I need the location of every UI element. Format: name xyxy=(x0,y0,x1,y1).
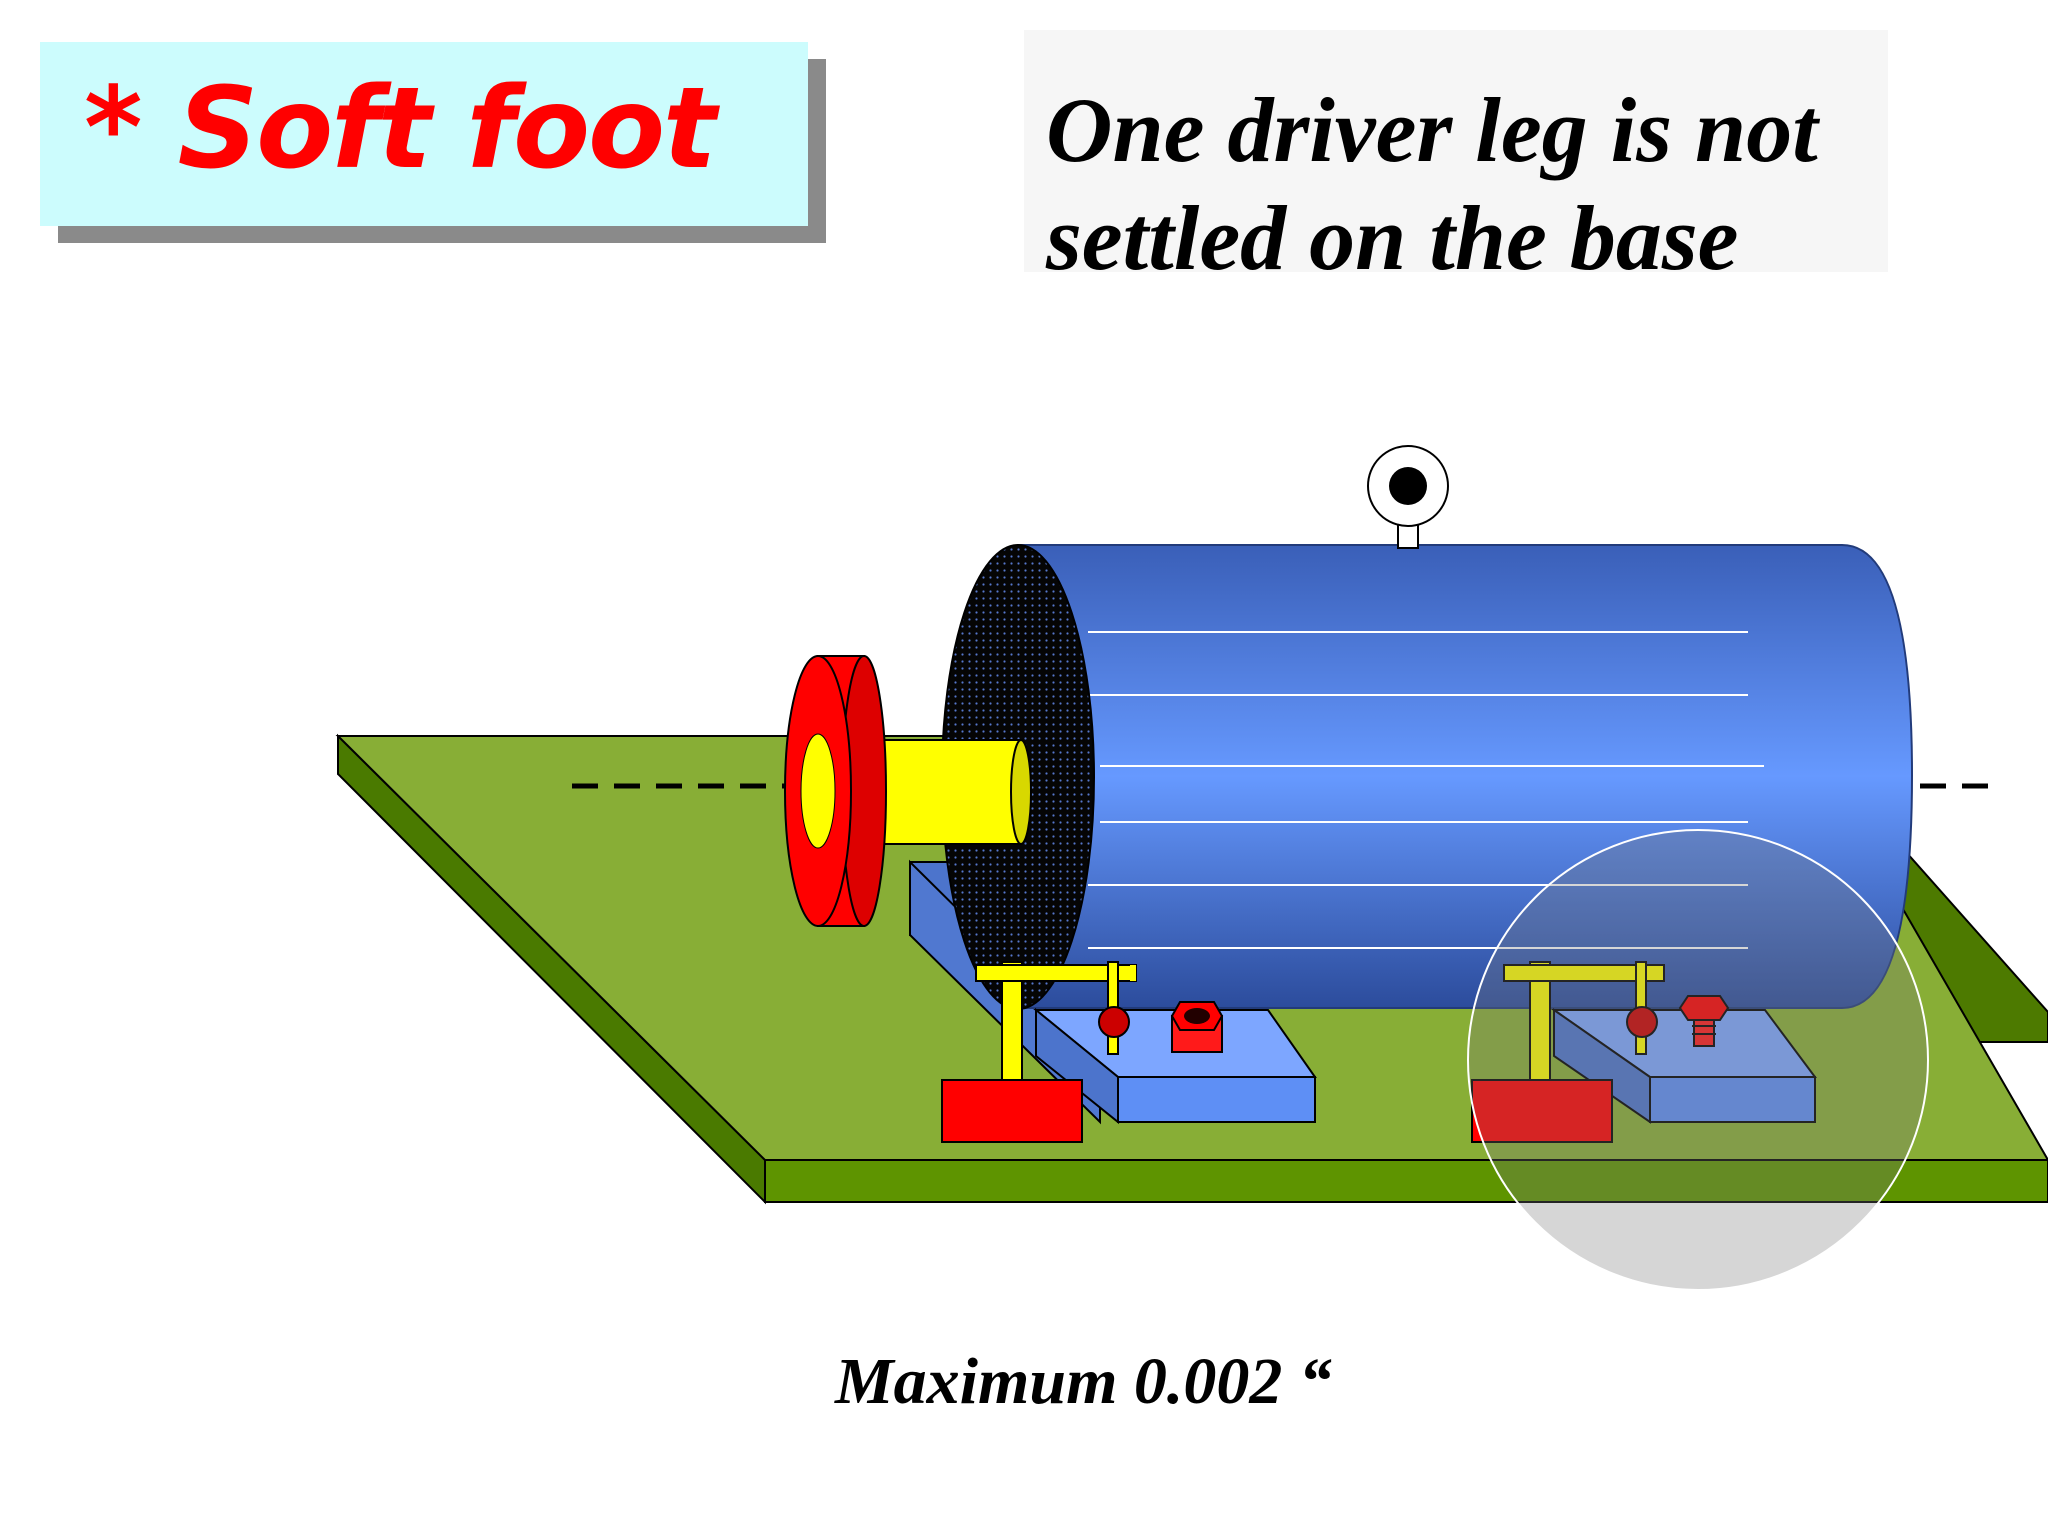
hex-bolt-icon-right xyxy=(1678,995,1730,1047)
slide-title: * Soft foot xyxy=(84,64,717,194)
dial-indicator-tip-right xyxy=(1626,1006,1658,1038)
motor-body xyxy=(1017,544,1914,1009)
dial-indicator-tip-left xyxy=(1098,1006,1130,1038)
motor-fins xyxy=(1088,631,1764,949)
description-line-1: One driver leg is not xyxy=(1046,79,1818,181)
hex-nut-icon-left xyxy=(1170,1001,1224,1053)
max-tolerance-caption: Maximum 0.002 “ xyxy=(835,1345,1332,1418)
shim-block-right xyxy=(1550,1008,1817,1124)
description-line-2: settled on the base xyxy=(1046,187,1739,289)
lifting-eye-icon xyxy=(1367,445,1449,549)
coupling xyxy=(784,655,887,927)
description-box: One driver leg is not settled on the bas… xyxy=(1024,30,1888,289)
soft-foot-highlight-circle xyxy=(1467,829,1929,1291)
title-box: * Soft foot xyxy=(40,42,808,226)
